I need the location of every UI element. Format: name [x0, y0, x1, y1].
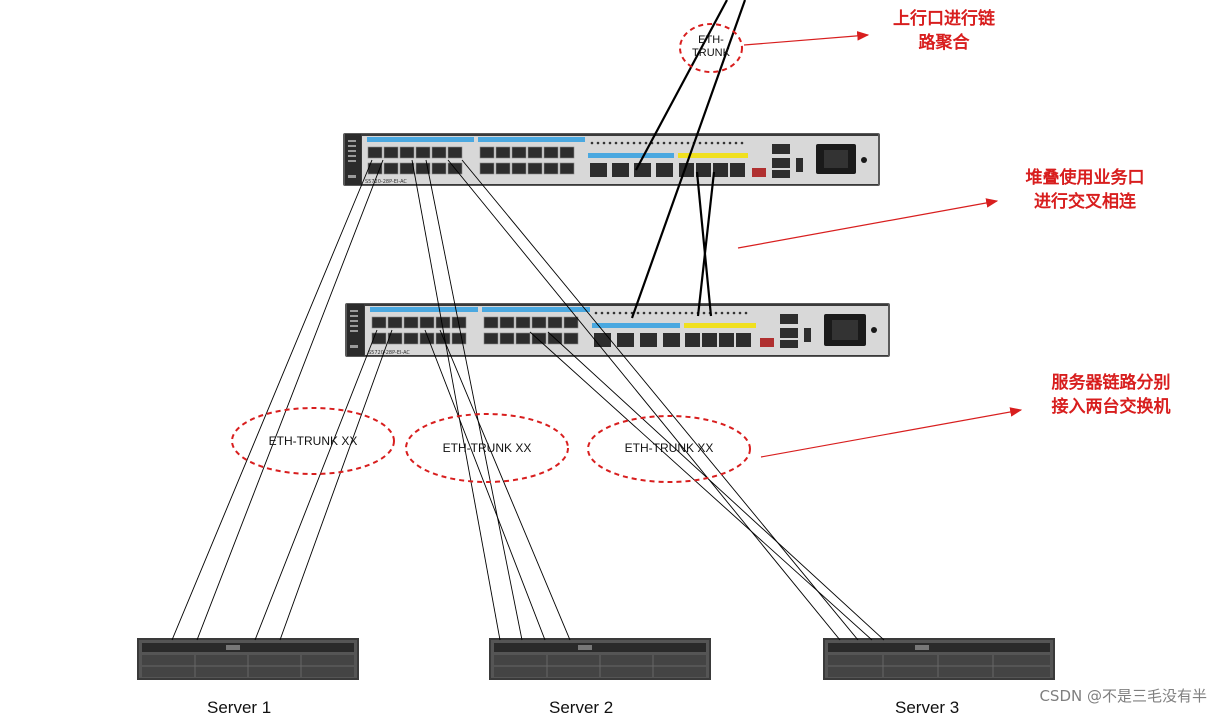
stack-ports — [684, 323, 756, 347]
uplink-ports — [588, 153, 674, 177]
top-switch: S5720-28P-EI-AC — [343, 133, 880, 186]
uplink-annotation-line2: 路聚合 — [918, 33, 970, 53]
uplink-trunk-label: ETH- TRUNK — [686, 34, 736, 60]
server3-trunk-ellipse — [587, 415, 751, 483]
stack-annotation-line2: 进行交叉相连 — [1034, 192, 1136, 212]
bottom-switch-model: S5720-28P-EI-AC — [368, 350, 410, 356]
server-3 — [823, 638, 1055, 680]
uplink-annotation-line1: 上行口进行链 — [893, 9, 995, 29]
port-block-1 — [367, 146, 463, 175]
server-1 — [137, 638, 359, 680]
server-1-label: Server 1 — [207, 698, 272, 717]
server-cables — [171, 159, 885, 641]
watermark: CSDN @不是三毛没有半 — [1039, 687, 1207, 705]
server-2-label: Server 2 — [549, 698, 614, 717]
server-2 — [489, 638, 711, 680]
server1-trunk-ellipse — [231, 407, 395, 475]
top-switch-model: S5720-28P-EI-AC — [365, 179, 407, 185]
stack-annotation: 堆叠使用业务口 进行交叉相连 — [1000, 166, 1170, 214]
server1-trunk-label: ETH-TRUNK XX — [268, 434, 358, 448]
server2-trunk-ellipse — [405, 413, 569, 483]
uplink-trunk-label-line1: ETH- — [698, 34, 724, 46]
server-annotation-line1: 服务器链路分别 — [1051, 373, 1171, 393]
port-block-2 — [479, 146, 575, 175]
server3-trunk-label: ETH-TRUNK XX — [624, 441, 714, 455]
server-annotation: 服务器链路分别 接入两台交换机 — [1026, 371, 1196, 419]
port-block-1 — [371, 316, 467, 345]
uplink-cables — [630, 0, 747, 319]
server2-trunk-label: ETH-TRUNK XX — [442, 441, 532, 455]
uplink-trunk-label-line2: TRUNK — [692, 47, 730, 59]
stack-cables — [695, 171, 716, 317]
server-annotation-line2: 接入两台交换机 — [1051, 397, 1171, 417]
uplink-trunk-ellipse — [679, 23, 743, 73]
server-arrow — [760, 407, 1023, 458]
uplink-annotation: 上行口进行链 路聚合 — [876, 7, 1012, 55]
stack-annotation-line1: 堆叠使用业务口 — [1025, 168, 1145, 188]
uplink-arrow — [743, 31, 870, 46]
stack-arrow — [737, 198, 999, 249]
server-3-label: Server 3 — [895, 698, 960, 717]
bottom-switch: S5720-28P-EI-AC — [345, 303, 890, 357]
